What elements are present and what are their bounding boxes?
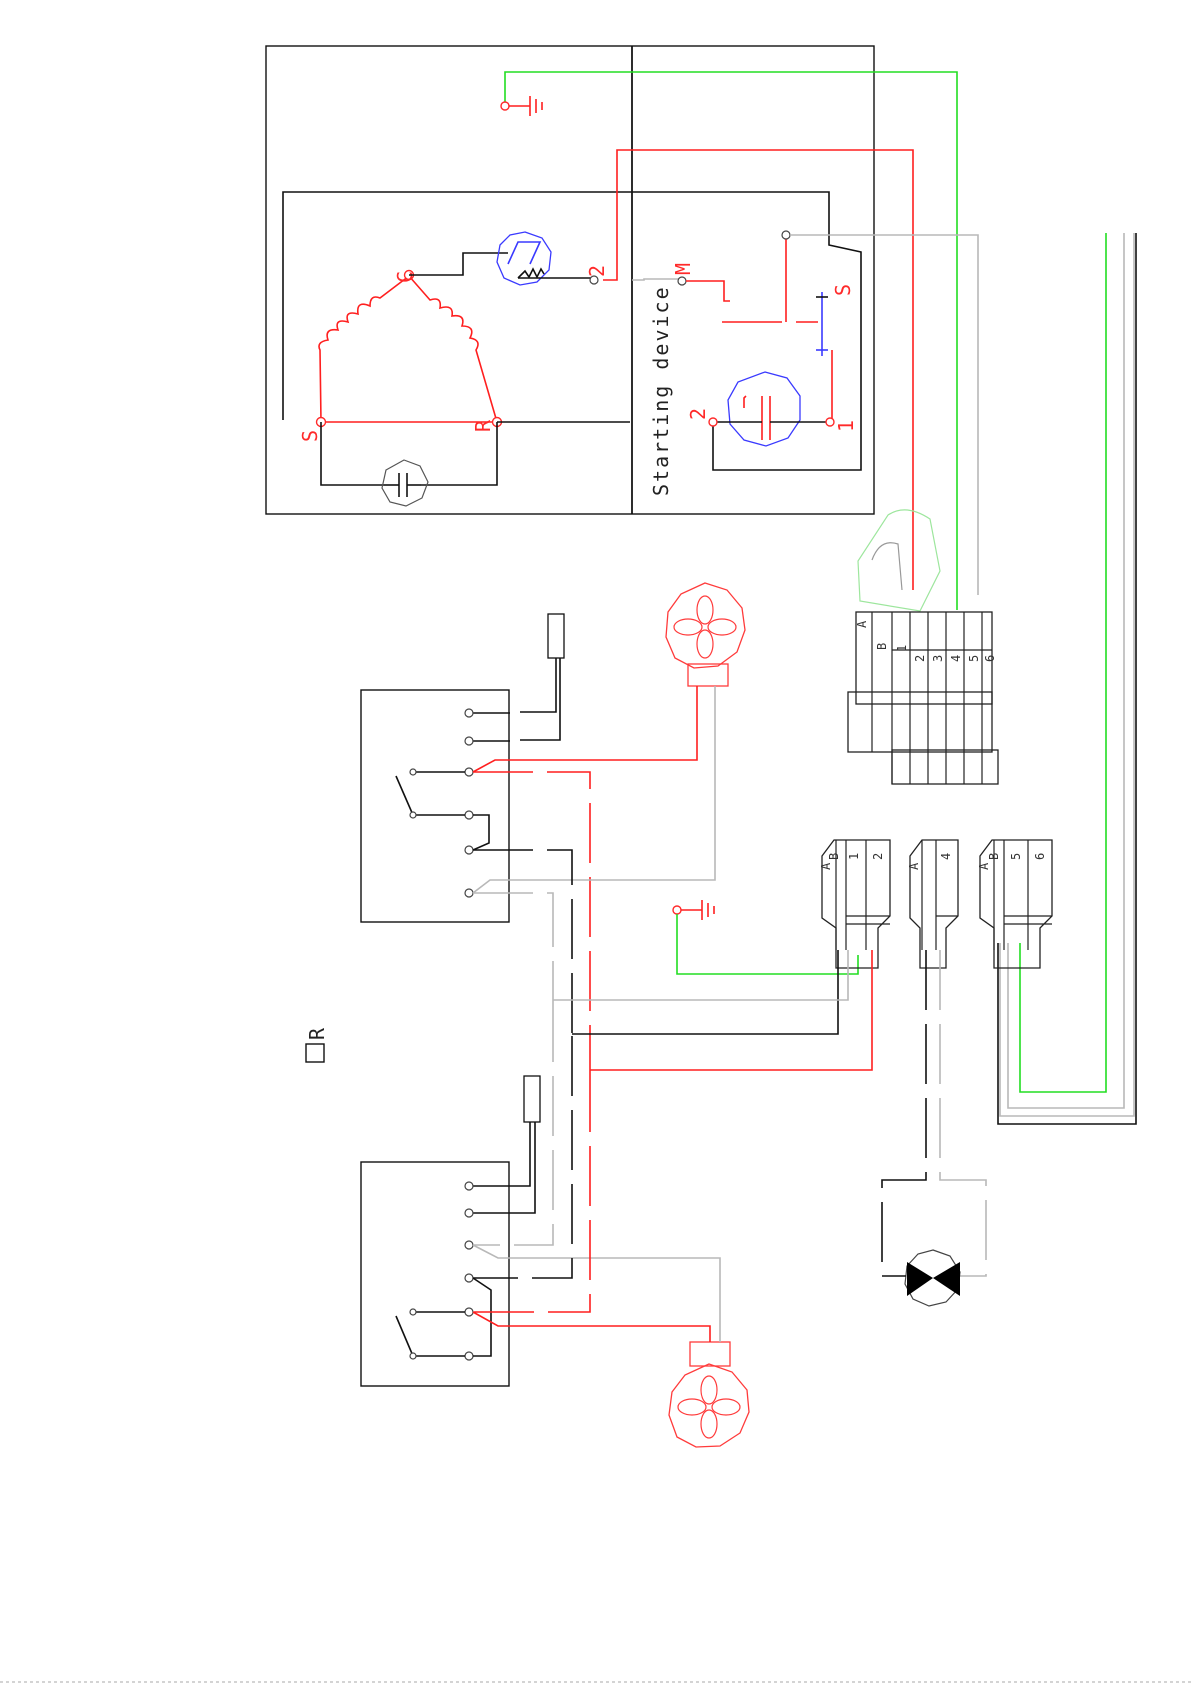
label-ptc-2: 2 bbox=[686, 408, 710, 420]
conn3-pin-6: 6 bbox=[1033, 853, 1047, 860]
conn1-pin-1: 1 bbox=[847, 853, 861, 860]
compressor-frame bbox=[266, 46, 874, 514]
lamp-icon bbox=[882, 1250, 960, 1306]
main-connector: A B 1 2 3 4 5 6 bbox=[848, 510, 998, 784]
connector-pin-6: 6 bbox=[983, 655, 997, 662]
connector-pin-5: 5 bbox=[967, 655, 981, 662]
connector-pin-1: 1 bbox=[895, 645, 909, 652]
label-c: C bbox=[393, 271, 417, 283]
earth-icon-middle bbox=[673, 900, 858, 974]
conn3-letter-a: A bbox=[977, 862, 991, 870]
conn2-letter-a: A bbox=[907, 862, 921, 870]
thermostat-1 bbox=[361, 614, 715, 1072]
wire-green-earth bbox=[505, 72, 957, 610]
fan-top-icon bbox=[666, 583, 745, 686]
conn1-letter-a: A bbox=[819, 862, 833, 870]
label-relay-m: M bbox=[671, 263, 695, 275]
label-s: S bbox=[298, 430, 322, 442]
wire-c-protector bbox=[409, 253, 508, 275]
connector-row-b: B bbox=[875, 643, 889, 650]
motor-windings bbox=[319, 276, 497, 422]
connector-pin-4: 4 bbox=[949, 655, 963, 662]
connector-small-2: A 4 bbox=[882, 840, 986, 1276]
label-relay-s: S bbox=[831, 284, 855, 296]
label-r: R bbox=[471, 419, 495, 432]
connector-small-1: A B 1 2 bbox=[553, 840, 890, 1070]
connector-pin-2: 2 bbox=[913, 655, 927, 662]
sensor-probe-icon-2 bbox=[524, 1076, 540, 1122]
conn2-pin-4: 4 bbox=[939, 853, 953, 860]
connector-small-3: A B 5 6 bbox=[977, 840, 1052, 968]
sensor-probe-icon bbox=[548, 614, 564, 658]
connector-row-a: A bbox=[855, 620, 869, 628]
conn3-letter-b: B bbox=[987, 853, 1001, 860]
overload-protector-icon bbox=[497, 232, 551, 285]
motor-loop-wire bbox=[283, 192, 861, 470]
connector-pin-3: 3 bbox=[931, 655, 945, 662]
dr-marker: R bbox=[305, 1027, 329, 1062]
conn1-pin-2: 2 bbox=[871, 853, 885, 860]
conn1-letter-b: B bbox=[827, 853, 841, 860]
label-ptc-1: 1 bbox=[834, 420, 858, 432]
earth-icon bbox=[501, 96, 542, 116]
starting-relay: M S bbox=[632, 231, 978, 595]
run-capacitor bbox=[321, 422, 497, 506]
right-bus-wires bbox=[998, 233, 1136, 1124]
fan-bottom-icon bbox=[669, 1342, 749, 1447]
conn3-pin-5: 5 bbox=[1009, 853, 1023, 860]
thermostat-2 bbox=[361, 1002, 720, 1386]
label-relay-2: 2 bbox=[585, 265, 609, 277]
label-starting-device: Starting device bbox=[649, 285, 673, 496]
label-dr: R bbox=[305, 1027, 329, 1040]
